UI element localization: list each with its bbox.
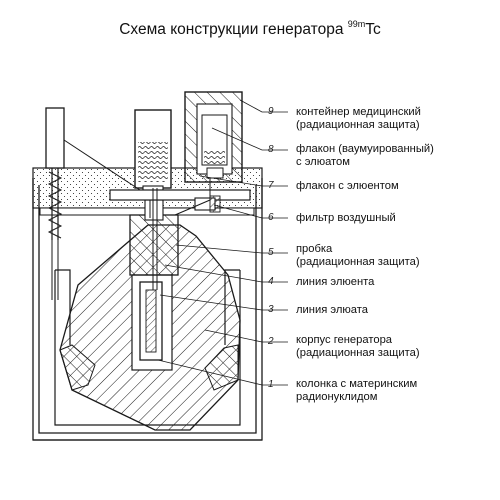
callout-line1: фильтр воздушный [296,212,396,224]
callout-line2: (радиационная защита) [296,119,420,131]
callout-number-8: 8 [268,144,274,155]
callout-label-plug: пробка (радиационная защита) [296,243,420,269]
callout-line1: пробка [296,243,333,255]
callout-line2: с элюатом [296,156,350,168]
callout-number-6: 6 [268,212,274,223]
callout-label-medical-container: контейнер медицинский (радиационная защи… [296,106,421,132]
eluent-vial [134,109,172,199]
title-suffix: Tc [365,21,381,39]
callout-label-eluate-line: линия элюата [296,304,368,317]
callout-label-eluent-line: линия элюента [296,276,374,289]
callout-number-3: 3 [268,304,274,315]
callout-line1: флакон (ваумуированный) [296,143,434,155]
callout-label-eluate-vial: флакон (ваумуированный) с элюатом [296,143,434,169]
callout-line1: линия элюата [296,304,368,316]
callout-line1: флакон с элюентом [296,180,399,192]
callout-line2: радионуклидом [296,391,378,403]
callout-number-7: 7 [268,180,274,191]
leader-lines [157,99,288,386]
shield-plug [129,199,179,276]
callout-number-4: 4 [268,276,274,287]
callout-line2: (радиационная защита) [296,256,420,268]
callout-line1: корпус генератора [296,334,393,346]
callout-label-column: колонка с материнским радионуклидом [296,378,417,404]
callout-number-5: 5 [268,247,274,258]
title-superscript: 99m [347,19,366,29]
callout-line1: линия элюента [296,276,375,288]
manifold-plate [109,189,251,213]
callout-number-9: 9 [268,106,274,117]
callout-line1: колонка с материнским [296,378,418,390]
column-parent-radionuclide [139,281,163,361]
medical-container [184,91,243,183]
callout-label-eluent-vial: флакон с элюентом [296,180,399,193]
callout-number-1: 1 [268,379,274,390]
diagram-title: Схема конструкции генератора 99mTc [0,19,500,39]
callout-label-air-filter: фильтр воздушный [296,212,396,225]
callout-label-generator-body: корпус генератора (радиационная защита) [296,334,420,360]
inner-walls [54,269,241,426]
callout-number-2: 2 [268,336,274,347]
callout-line1: контейнер медицинский [296,106,421,118]
tube-lines [63,139,211,290]
handle-spring [45,107,65,300]
title-text: Схема конструкции генератора [119,21,348,39]
callout-line2: (радиационная защита) [296,347,420,359]
